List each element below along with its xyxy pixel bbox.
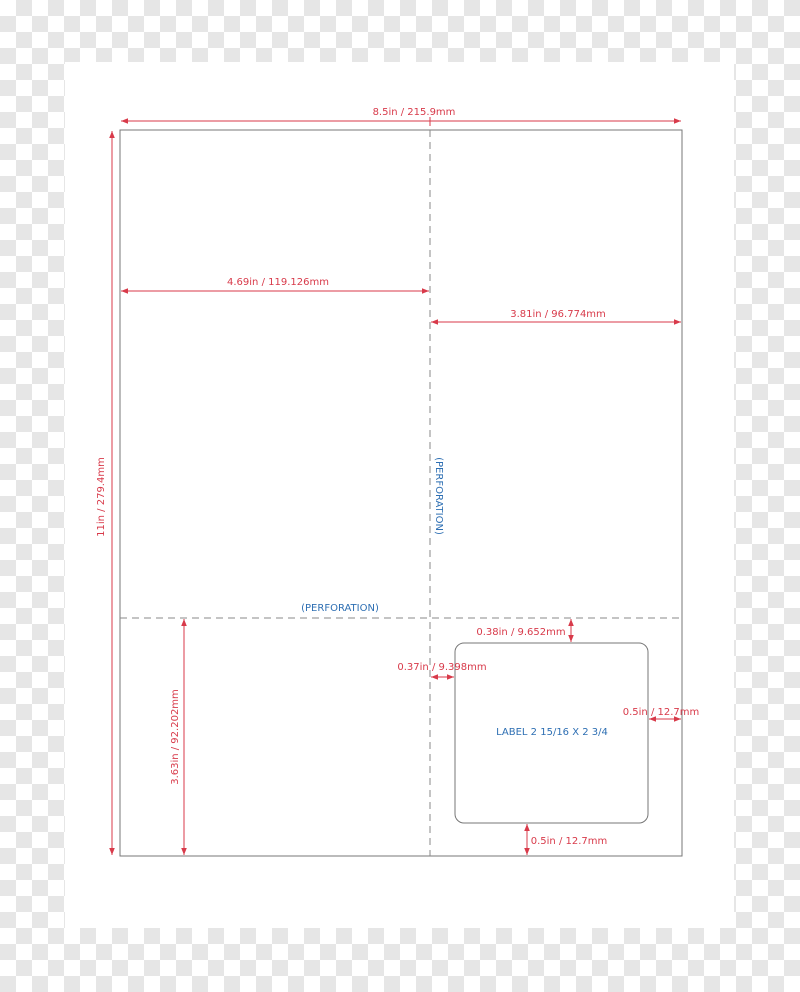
- height-dimension-label: 11in / 279.4mm: [96, 457, 107, 537]
- label-name: LABEL 2 15/16 X 2 3/4: [496, 727, 608, 738]
- width-dimension-label: 8.5in / 215.9mm: [373, 107, 456, 118]
- page-outline: [119, 129, 683, 857]
- label-outline: [454, 642, 649, 824]
- right-panel-width-label: 3.81in / 96.774mm: [510, 309, 606, 320]
- bottom-section-height-label: 3.63in / 92.202mm: [170, 689, 181, 785]
- label-top-margin-label: 0.38in / 9.652mm: [476, 627, 565, 638]
- label-template-diagram: 8.5in / 215.9mm 11in / 279.4mm 4.69in / …: [96, 107, 700, 857]
- label-right-margin-label: 0.5in / 12.7mm: [623, 707, 700, 718]
- label-bottom-margin-label: 0.5in / 12.7mm: [531, 836, 608, 847]
- horizontal-perforation-label: (PERFORATION): [301, 603, 379, 614]
- vertical-perforation-label: (PERFORATION): [433, 457, 444, 535]
- label-left-margin-label: 0.37in / 9.398mm: [397, 662, 486, 673]
- template-sheet: 8.5in / 215.9mm 11in / 279.4mm 4.69in / …: [65, 62, 734, 928]
- left-panel-width-label: 4.69in / 119.126mm: [227, 277, 329, 288]
